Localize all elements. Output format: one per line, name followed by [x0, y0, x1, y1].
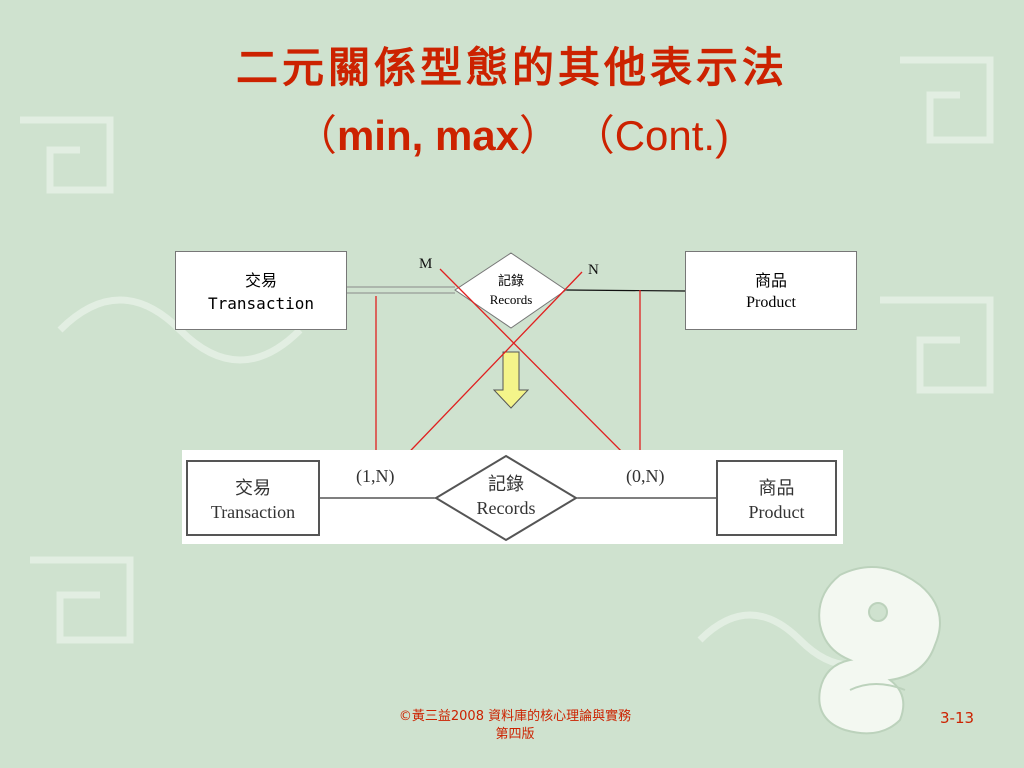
cardinality-left-label: (1,N) — [356, 466, 395, 486]
bottom-relationship-label: 記錄 Records — [436, 472, 576, 520]
entity-label-en: Transaction — [208, 294, 314, 313]
entity-label-zh: 商品 — [754, 271, 787, 290]
subtitle-bold: min, max — [336, 112, 520, 159]
bottom-entity-transaction: 交易 Transaction — [186, 460, 320, 536]
relationship-label-zh: 記錄 — [497, 273, 524, 288]
relationship-label-en: Records — [489, 292, 533, 307]
top-relationship-label: 記錄 Records — [456, 271, 566, 309]
dragon-motif-icon — [818, 566, 941, 735]
subtitle-close-paren: ） — [519, 112, 562, 159]
relationship-label-zh: 記錄 — [488, 474, 524, 494]
subtitle-open-paren: （ — [294, 112, 337, 159]
bottom-entity-product: 商品 Product — [716, 460, 837, 536]
entity-label-zh: 交易 — [235, 478, 271, 498]
bottom-relationship-diamond — [434, 454, 578, 542]
entity-label-zh: 交易 — [244, 271, 277, 290]
entity-label-en: Product — [748, 502, 805, 522]
entity-label-en: Product — [746, 294, 796, 311]
top-entity-product: 商品 Product — [685, 251, 857, 330]
top-entity-transaction: 交易 Transaction — [175, 251, 347, 330]
subtitle-cont: （Cont.) — [572, 112, 730, 159]
entity-label-zh: 商品 — [758, 478, 795, 498]
slide-subtitle: （min, max） （Cont.) — [0, 102, 1024, 163]
footer-credit-line1: ©黃三益2008 資料庫的核心理論與實務 — [398, 709, 632, 724]
footer-credit-line2: 第四版 — [495, 727, 535, 742]
cardinality-n-label: N — [588, 262, 599, 278]
cardinality-m-label: M — [419, 256, 433, 272]
page-number: 3-13 — [940, 709, 975, 727]
entity-label-en: Transaction — [210, 502, 296, 522]
bottom-diagram-lines — [320, 454, 716, 542]
cardinality-right-label: (0,N) — [626, 466, 665, 486]
relationship-label-en: Records — [476, 498, 536, 518]
footer-credit: ©黃三益2008 資料庫的核心理論與實務 第四版 — [340, 708, 690, 744]
top-relationship-diamond — [454, 252, 567, 329]
down-arrow-icon — [492, 351, 530, 409]
bottom-er-diagram: 交易 Transaction 商品 Product 記錄 Records (1,… — [182, 450, 843, 544]
slide-title: 二元關係型態的其他表示法 — [235, 43, 788, 92]
